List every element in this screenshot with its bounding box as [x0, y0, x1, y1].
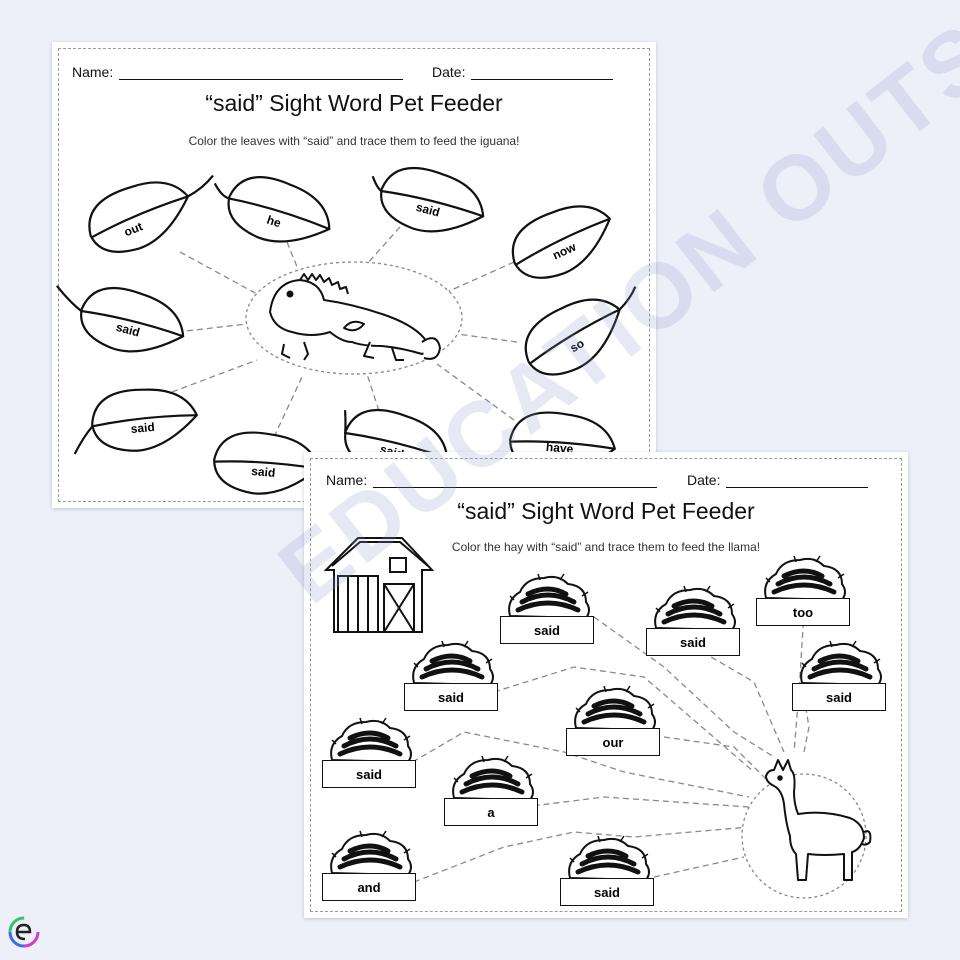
date-field: Date:: [687, 472, 869, 488]
leaf-word: he: [265, 213, 283, 231]
hay-item[interactable]: a: [444, 752, 540, 826]
llama-worksheet: Name: Date: “said” Sight Word Pet Feeder…: [304, 452, 908, 918]
hay-word: said: [437, 689, 464, 705]
leaf-group: out he said now said: [52, 156, 656, 499]
barn-icon: [323, 537, 435, 633]
hay-bale-icon: [330, 717, 412, 764]
date-line[interactable]: [471, 67, 614, 80]
hay-bale-icon: [568, 835, 650, 882]
hay-label-box: a: [444, 798, 538, 826]
hay-label-box: our: [566, 728, 660, 756]
leaf-word: said: [251, 464, 276, 480]
hay-item[interactable]: said: [560, 832, 656, 906]
name-line[interactable]: [373, 475, 658, 488]
hay-item[interactable]: too: [756, 552, 852, 626]
hay-word: said: [825, 689, 852, 705]
hay-label-box: too: [756, 598, 850, 626]
leaf-item[interactable]: said: [70, 385, 200, 456]
hay-word: a: [487, 804, 495, 820]
hay-item[interactable]: our: [566, 682, 662, 756]
hay-word: said: [679, 634, 706, 650]
hay-bale-icon: [574, 685, 656, 732]
hay-item[interactable]: and: [322, 827, 418, 901]
leaf-diagram: out he said now said: [52, 156, 656, 499]
hay-word: our: [602, 734, 624, 750]
hay-item[interactable]: said: [792, 637, 888, 711]
leaf-item[interactable]: said: [362, 156, 491, 245]
hay-word: said: [593, 884, 620, 900]
name-label: Name:: [72, 64, 114, 80]
hay-item[interactable]: said: [322, 714, 418, 788]
hay-item[interactable]: said: [404, 637, 500, 711]
page-title: “said” Sight Word Pet Feeder: [457, 498, 755, 524]
name-label: Name:: [326, 472, 368, 488]
name-line[interactable]: [119, 67, 404, 80]
hay-item[interactable]: said: [500, 570, 596, 644]
hay-bale-icon: [800, 640, 882, 687]
hay-label-box: said: [500, 616, 594, 644]
leaf-word: said: [415, 200, 442, 220]
leaf-item[interactable]: he: [203, 162, 339, 258]
hay-bale-icon: [654, 585, 736, 632]
name-field: Name:: [72, 64, 404, 80]
leaf-word: out: [122, 219, 145, 239]
hay-bale-icon: [508, 573, 590, 620]
hay-bale-icon: [452, 755, 534, 802]
hay-label-box: said: [322, 760, 416, 788]
hay-bale-icon: [764, 555, 846, 602]
leaf-item[interactable]: out: [79, 156, 228, 263]
hay-group: said said too said said our said a and said: [304, 452, 908, 918]
hay-label-box: said: [646, 628, 740, 656]
date-field: Date:: [432, 64, 614, 80]
hay-label-box: said: [404, 683, 498, 711]
connector-lines: [171, 226, 518, 438]
hay-item[interactable]: said: [646, 582, 742, 656]
llama-icon: [765, 759, 872, 881]
leaf-word: so: [567, 336, 586, 355]
leaf-item[interactable]: so: [513, 270, 656, 388]
hay-label-box: said: [792, 683, 886, 711]
leaf-item[interactable]: said: [52, 272, 191, 366]
brand-logo-icon: [8, 916, 40, 948]
worksheet-border: [310, 458, 902, 912]
name-field: Name:: [326, 472, 658, 488]
leaf-word: said: [115, 320, 142, 340]
leaf-item[interactable]: said: [212, 429, 322, 499]
instructions: Color the hay with “said” and trace them…: [451, 540, 761, 554]
iguana-icon: [269, 273, 441, 361]
leaf-item[interactable]: now: [502, 191, 623, 290]
date-label: Date:: [687, 472, 721, 488]
hay-word: and: [357, 879, 381, 895]
hay-bale-icon: [330, 830, 412, 877]
hay-label-box: said: [560, 878, 654, 906]
date-line[interactable]: [726, 475, 869, 488]
hay-label-box: and: [322, 873, 416, 901]
hay-word: said: [533, 622, 560, 638]
hay-diagram: [323, 537, 872, 899]
hay-word: too: [792, 604, 814, 620]
page-title: “said” Sight Word Pet Feeder: [205, 90, 503, 116]
iguana-worksheet: Name: Date: “said” Sight Word Pet Feeder…: [52, 42, 656, 508]
instructions: Color the leaves with “said” and trace t…: [188, 134, 520, 148]
leaf-word: said: [130, 420, 155, 436]
date-label: Date:: [432, 64, 466, 80]
hay-word: said: [355, 766, 382, 782]
hay-bale-icon: [412, 640, 494, 687]
